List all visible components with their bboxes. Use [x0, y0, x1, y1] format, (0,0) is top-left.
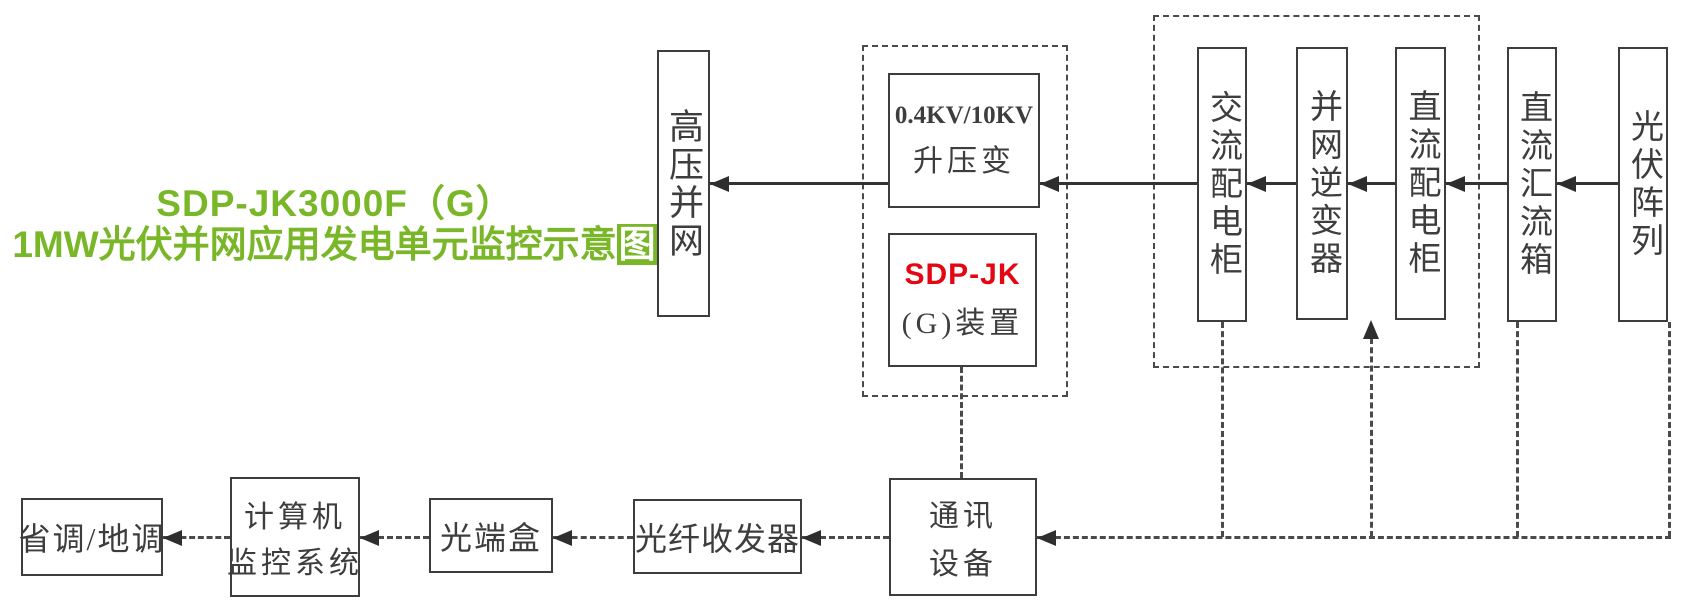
line-pv-to-combiner — [1557, 182, 1618, 185]
node-hv-grid-label: 高压并网 — [664, 107, 703, 260]
title-subtitle-highlight: 图 — [616, 224, 658, 266]
node-optical-terminal-box: 光端盒 — [429, 498, 553, 573]
comm-label-line1: 通讯 — [929, 500, 997, 533]
node-optical-terminal-box-label: 光端盒 — [439, 519, 542, 556]
title-model-number: SDP-JK3000F（G） — [156, 183, 514, 224]
device-model-label: SDP-JK — [904, 258, 1021, 291]
node-ac-distribution-cabinet-label: 交流配电柜 — [1204, 89, 1241, 280]
arrow-bus-to-comm — [1037, 530, 1056, 546]
arrow-transformer-to-hv-grid — [710, 176, 729, 192]
node-fiber-transceiver-label: 光纤收发器 — [635, 520, 801, 557]
line-scada-to-dispatch — [163, 536, 230, 539]
line-comm-to-fiber — [802, 536, 889, 539]
riser-pv-array-to-bus — [1668, 322, 1671, 537]
node-grid-tie-inverter-label: 并网逆变器 — [1304, 88, 1341, 279]
arrow-optical-box-to-scada — [360, 530, 379, 546]
line-ac-cabinet-to-transformer — [1040, 182, 1197, 185]
node-pv-array: 光伏阵列 — [1618, 47, 1668, 322]
node-dispatch-center-label: 省调/地调 — [18, 521, 166, 557]
line-transformer-to-hv-grid — [710, 182, 888, 185]
title-subtitle: 1MW光伏并网应用发电单元监控示意图 — [10, 224, 660, 266]
node-dc-distribution-cabinet: 直流配电柜 — [1395, 47, 1446, 320]
arrow-pv-to-combiner — [1557, 176, 1576, 192]
riser-combiner-to-bus — [1516, 322, 1519, 537]
riser-ac-cabinet-to-bus — [1221, 322, 1224, 537]
line-fiber-to-optical-box — [553, 536, 633, 539]
line-combiner-to-dc-cabinet — [1446, 182, 1507, 185]
comm-label-line2: 设备 — [929, 548, 997, 581]
transformer-name-label: 升压变 — [913, 144, 1015, 178]
node-dc-combiner-box-label: 直流汇流箱 — [1514, 89, 1551, 280]
node-dispatch-center: 省调/地调 — [18, 498, 166, 576]
node-computer-monitoring-system: 计算机 监控系统 — [227, 477, 363, 597]
transformer-voltage-label: 0.4KV/10KV — [894, 101, 1034, 129]
line-device-to-comm — [960, 367, 963, 478]
node-dc-combiner-box: 直流汇流箱 — [1507, 47, 1557, 322]
node-pv-array-label: 光伏阵列 — [1625, 108, 1662, 261]
line-dc-cabinet-to-inverter — [1348, 182, 1395, 185]
arrow-scada-to-dispatch — [163, 530, 182, 546]
diagram-title: SDP-JK3000F（G） 1MW光伏并网应用发电单元监控示意图 — [10, 183, 660, 266]
node-hv-grid: 高压并网 — [657, 50, 710, 317]
node-dc-distribution-cabinet-label: 直流配电柜 — [1403, 88, 1439, 279]
comm-bus-line — [1037, 536, 1671, 539]
device-name-label: (G)装置 — [901, 307, 1024, 340]
arrow-fiber-to-optical-box — [553, 530, 572, 546]
transformer-device-dashed-group — [862, 45, 1068, 397]
arrow-comm-to-fiber — [802, 530, 821, 546]
node-ac-distribution-cabinet: 交流配电柜 — [1197, 47, 1247, 322]
line-inverter-to-ac-cabinet — [1247, 182, 1296, 185]
title-subtitle-text: 1MW光伏并网应用发电单元监控示意 — [12, 224, 617, 266]
node-sdpjk-device: SDP-JK (G)装置 — [888, 233, 1037, 367]
scada-label-line1: 计算机 — [244, 501, 346, 534]
line-optical-box-to-scada — [360, 536, 429, 539]
node-grid-tie-inverter: 并网逆变器 — [1296, 47, 1348, 320]
arrow-up-inverter-group — [1363, 320, 1379, 339]
inverter-dashed-group — [1153, 15, 1480, 368]
arrow-dc-cabinet-to-inverter — [1348, 176, 1367, 192]
node-step-up-transformer: 0.4KV/10KV 升压变 — [888, 73, 1040, 208]
riser-bus-to-inverter-group — [1370, 338, 1373, 537]
arrow-ac-cabinet-to-transformer — [1040, 176, 1059, 192]
scada-label-line2: 监控系统 — [227, 547, 363, 580]
node-fiber-transceiver: 光纤收发器 — [633, 499, 802, 574]
node-communication-equipment: 通讯 设备 — [889, 478, 1037, 596]
arrow-combiner-to-dc-cabinet — [1446, 176, 1465, 192]
arrow-inverter-to-ac-cabinet — [1247, 176, 1266, 192]
